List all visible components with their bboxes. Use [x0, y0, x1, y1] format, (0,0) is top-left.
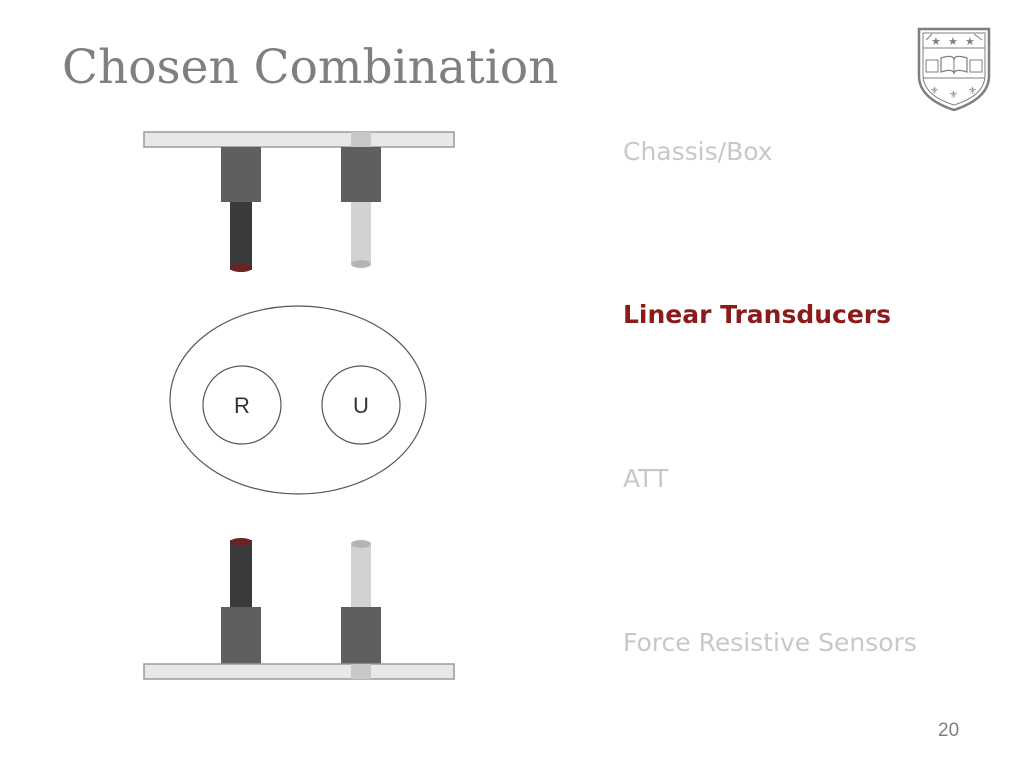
list-item-force-resistive-sensors: Force Resistive Sensors [623, 628, 917, 657]
bottom-assembly [143, 538, 455, 680]
page-number: 20 [938, 720, 960, 741]
svg-text:★: ★ [965, 35, 975, 48]
list-item-att: ATT [623, 464, 669, 493]
circle-label-u: U [353, 393, 369, 418]
svg-text:★: ★ [931, 35, 941, 48]
top-assembly [143, 131, 455, 272]
transducer-diagram: R U [143, 131, 455, 680]
university-shield-icon: ★ ★ ★ ⚜ ⚜ ⚜ [917, 27, 991, 112]
svg-text:⚜: ⚜ [949, 90, 958, 101]
svg-text:⚜: ⚜ [930, 86, 939, 97]
svg-text:★: ★ [948, 35, 958, 48]
list-item-linear-transducers: Linear Transducers [623, 300, 892, 329]
svg-text:⚜: ⚜ [968, 86, 977, 97]
circle-label-r: R [234, 393, 250, 418]
top-view: R U [169, 305, 427, 495]
list-item-chassis-box: Chassis/Box [623, 137, 773, 166]
slide-title: Chosen Combination [62, 40, 559, 95]
